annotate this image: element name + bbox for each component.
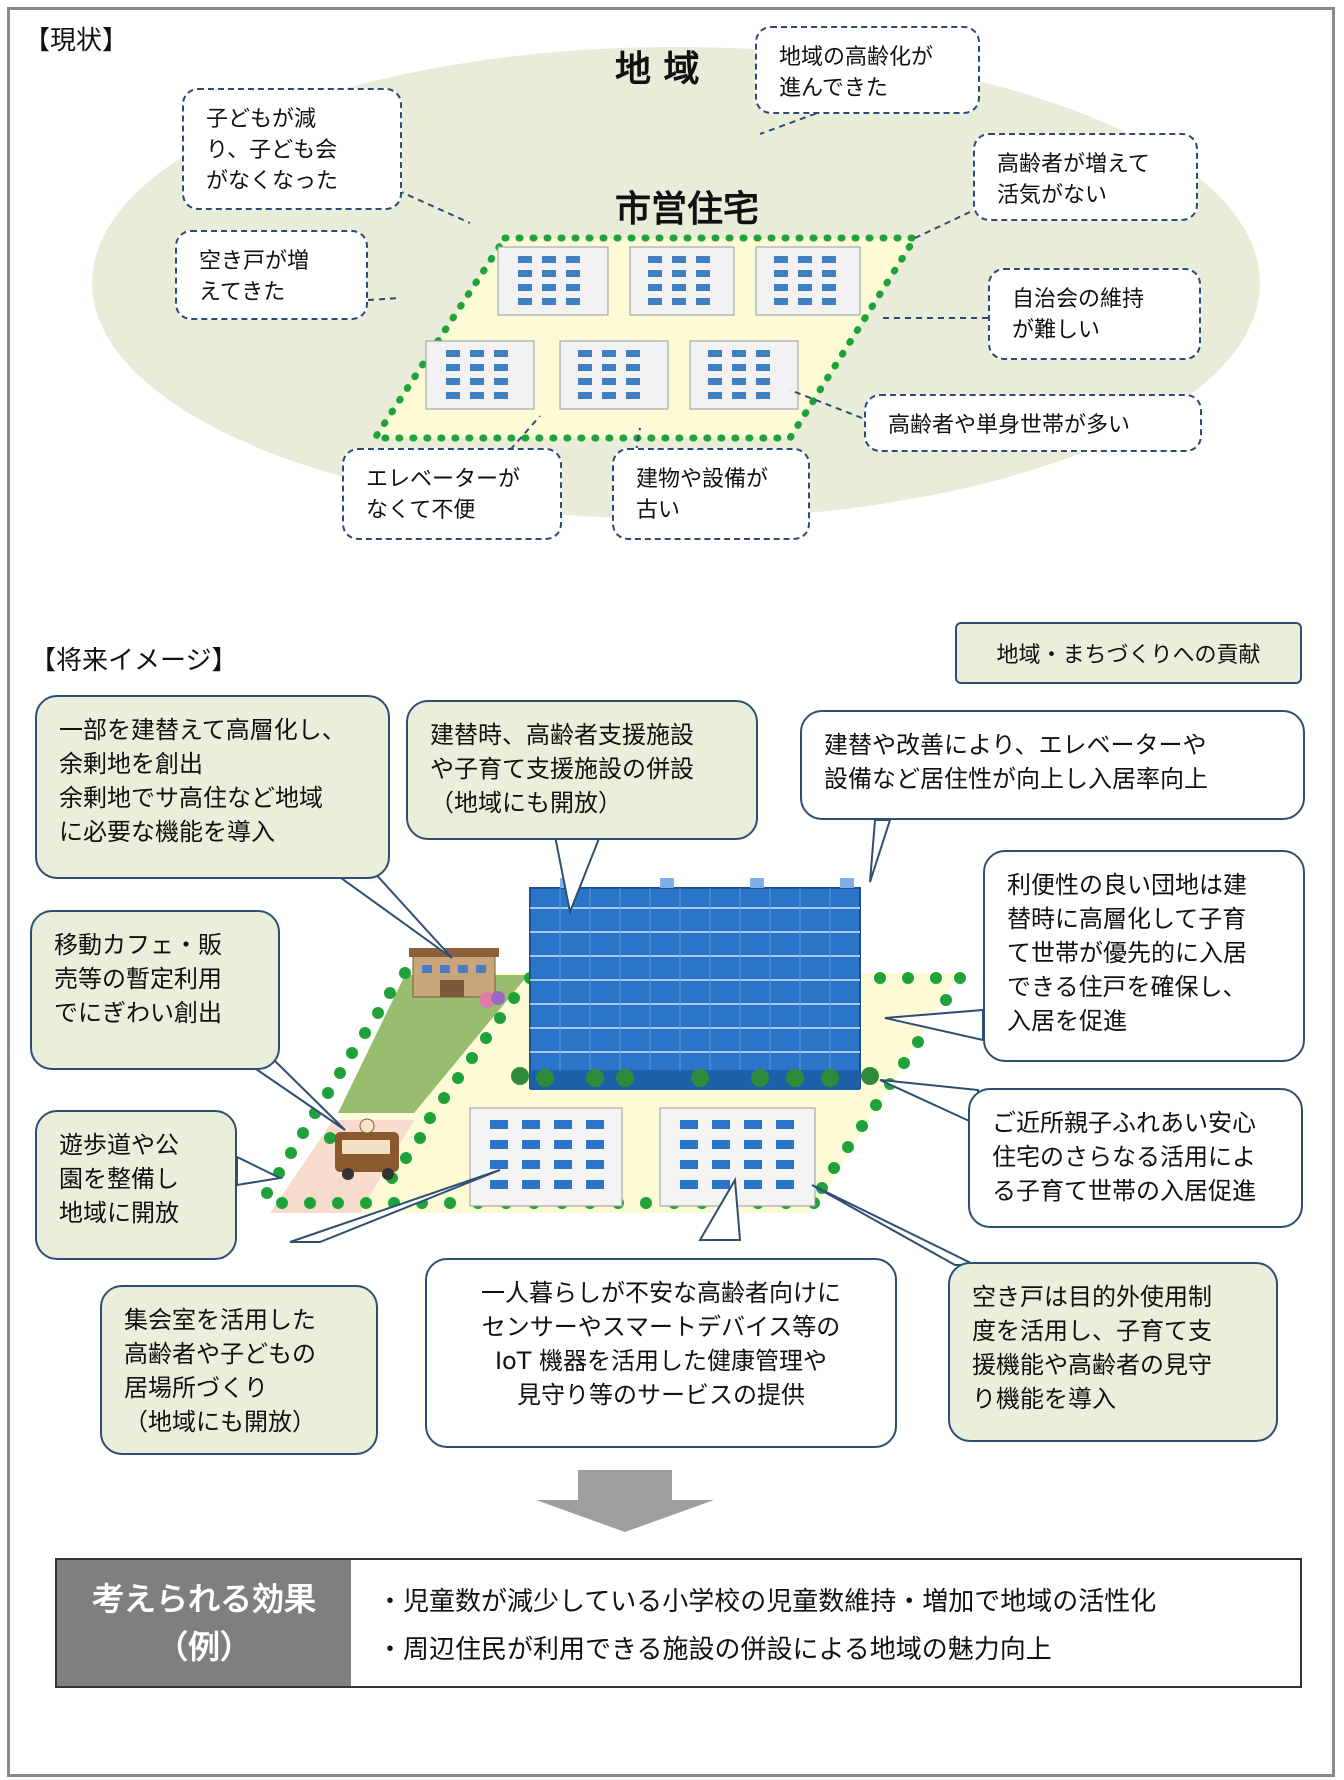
arrow-down-2 [536, 1470, 714, 1532]
building-4 [425, 340, 535, 410]
callout-rebuild-high-rise: 一部を建替えて高層化し、 余剰地を創出 余剰地でサ高住など地域 に必要な機能を導… [35, 695, 390, 879]
housing-title: 市営住宅 [615, 189, 760, 230]
effects-header-example: （例） [155, 1628, 252, 1666]
green-lot [338, 975, 528, 1113]
callout-vacant-units: 空き戸は目的外使用制 度を活用し、子育て支 援機能や高齢者の見守 り機能を導入 [948, 1262, 1278, 1442]
callout-elevator-improvement: 建替や改善により、エレベーターや 設備など居住性が向上し入居率向上 [800, 710, 1305, 820]
effects-list: ・児童数が減少している小学校の児童数維持・増加で地域の活性化 ・周辺住民が利用で… [351, 1560, 1300, 1686]
future-label: 【将来イメージ】 [30, 646, 238, 676]
callout-old-buildings: 建物や設備が 古い [612, 448, 810, 540]
mobile-cafe-truck [335, 1118, 399, 1180]
building-6 [689, 340, 799, 410]
low-building-2 [659, 1107, 816, 1207]
effects-header: 考えられる効果 （例） [57, 1560, 351, 1686]
effects-header-title: 考えられる効果 [91, 1580, 316, 1618]
region-title: 地 域 [615, 49, 700, 90]
current-label: 【現状】 [24, 26, 129, 56]
high-rise-building [511, 878, 879, 1090]
callout-support-facilities: 建替時、高齢者支援施設 や子育て支援施設の併設 （地域にも開放） [406, 700, 758, 840]
callout-single-households: 高齢者や単身世帯が多い [864, 394, 1202, 452]
callout-aging-region: 地域の高齢化が 進んできた [755, 26, 980, 114]
callout-mobile-cafe: 移動カフェ・販 売等の暫定利用 でにぎわい創出 [30, 910, 280, 1070]
callout-promenade-park: 遊歩道や公 園を整備し 地域に開放 [35, 1110, 237, 1260]
callout-meeting-room: 集会室を活用した 高齢者や子どもの 居場所づくり （地域にも開放） [100, 1285, 378, 1455]
building-3 [755, 246, 861, 316]
contribution-box: 地域・まちづくりへの貢献 [955, 622, 1302, 684]
callout-iot-services: 一人暮らしが不安な高齢者向けに センサーやスマートデバイス等の IoT 機器を活… [425, 1258, 897, 1448]
future-illustration [236, 819, 984, 1532]
low-building-1 [469, 1107, 623, 1207]
callout-parent-child-housing: ご近所親子ふれあい安心 住宅のさらなる活用によ る子育て世帯の入居促進 [968, 1088, 1303, 1228]
support-facility [409, 948, 505, 1008]
callout-more-elderly: 高齢者が増えて 活気がない [973, 133, 1198, 221]
building-1 [497, 246, 609, 316]
effects-table: 考えられる効果 （例） ・児童数が減少している小学校の児童数維持・増加で地域の活… [55, 1558, 1302, 1688]
callout-association: 自治会の維持 が難しい [988, 268, 1201, 360]
building-2 [629, 246, 735, 316]
callout-fewer-children: 子どもが減 り、子ども会 がなくなった [182, 88, 402, 210]
callout-no-elevator: エレベーターが なくて不便 [342, 448, 562, 540]
page-frame [7, 7, 1335, 1777]
effects-item: ・周辺住民が利用できる施設の併設による地域の魅力向上 [377, 1635, 1052, 1665]
callout-vacancies: 空き戸が増 えてきた [175, 230, 368, 320]
callout-child-households: 利便性の良い団地は建 替時に高層化して子育 て世帯が優先的に入居 できる住戸を確… [983, 850, 1305, 1062]
effects-item: ・児童数が減少している小学校の児童数維持・増加で地域の活性化 [377, 1587, 1157, 1617]
building-5 [559, 340, 669, 410]
